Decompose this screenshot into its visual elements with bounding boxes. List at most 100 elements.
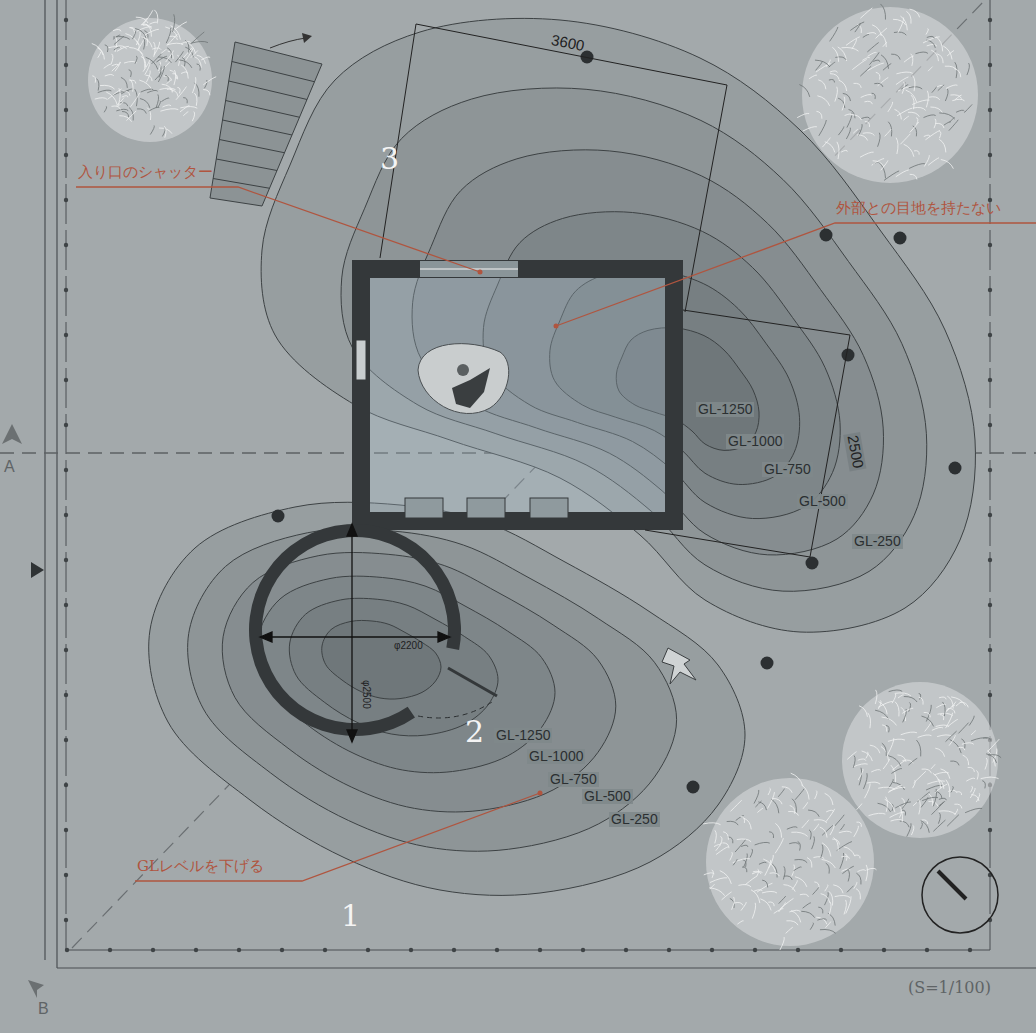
leader-line: [76, 187, 480, 272]
tree-stroke: [809, 830, 811, 840]
site-boundary: [45, 0, 1036, 968]
tree-stroke: [181, 42, 191, 44]
tree-stroke: [160, 109, 178, 111]
tree-stroke: [883, 759, 890, 769]
tree-stroke: [751, 890, 760, 903]
boundary-dot: [988, 18, 992, 22]
tree-stroke: [900, 134, 910, 144]
tree-stroke: [829, 902, 831, 915]
level-label: GL-1250: [696, 402, 754, 417]
tree-stroke: [878, 133, 881, 147]
tree-stroke: [802, 820, 809, 828]
north-compass: [922, 857, 998, 933]
level-label: GL-1250: [494, 728, 552, 743]
tree-stroke: [920, 823, 922, 829]
dimension-line: [645, 310, 850, 557]
tree-stroke: [854, 855, 860, 858]
tree-stroke: [933, 820, 945, 831]
tree-stroke: [129, 70, 132, 77]
tree-stroke: [856, 822, 861, 827]
tree-stroke: [846, 128, 850, 139]
contour-line: [322, 620, 441, 699]
boundary-line: [57, 967, 1036, 968]
tree-stroke: [104, 106, 107, 112]
boundary-dot: [64, 108, 68, 112]
tree-stroke: [116, 109, 128, 111]
excavated-landform: [149, 502, 745, 895]
tree-stroke: [129, 27, 135, 31]
tree-stroke: [192, 77, 195, 93]
tree-stroke: [841, 856, 849, 858]
tree-stroke: [810, 923, 813, 930]
stair-tread: [219, 140, 284, 153]
column-dot: [894, 232, 907, 245]
tree-stroke: [733, 859, 737, 865]
tree-stroke: [940, 715, 944, 720]
tree-stroke: [821, 894, 830, 903]
note: 外部との目地を持たない: [836, 200, 1001, 217]
tree-stroke: [939, 697, 946, 699]
tree-stroke: [192, 112, 194, 122]
tree-stroke: [183, 98, 187, 104]
tree-stroke: [712, 870, 714, 878]
tree-stroke: [716, 843, 721, 851]
tree-stroke: [92, 44, 103, 56]
boundary-dot: [280, 948, 284, 952]
boundary-dot: [452, 948, 456, 952]
tree-stroke: [847, 886, 854, 893]
tree-stroke: [951, 787, 953, 793]
tree-stroke: [801, 785, 809, 800]
tree-stroke: [186, 42, 196, 53]
tree-stroke: [807, 858, 812, 868]
tree-stroke: [703, 823, 720, 825]
boundary-dot: [988, 63, 992, 67]
tree-stroke: [147, 108, 151, 120]
tree-stroke: [722, 843, 728, 848]
person: [452, 368, 490, 408]
tree-stroke: [803, 802, 808, 809]
contour-line: [257, 576, 555, 773]
tree-stroke: [837, 142, 839, 159]
tree-stroke: [839, 831, 852, 833]
tree-stroke: [864, 784, 870, 799]
tree-stroke: [111, 54, 113, 64]
tree-stroke: [875, 28, 886, 38]
tree-stroke: [175, 22, 187, 30]
tree-stroke: [985, 758, 987, 769]
tree-stroke: [830, 74, 839, 80]
tree-stroke: [971, 795, 979, 802]
tree-stroke: [939, 139, 946, 152]
window-bay: [405, 498, 443, 518]
tree-stroke: [736, 815, 744, 820]
tree-stroke: [859, 706, 867, 717]
tree-stroke: [789, 843, 799, 845]
boundary-line: [66, 0, 67, 950]
tree-stroke: [152, 48, 161, 50]
tree-stroke: [140, 51, 145, 68]
tree-stroke: [770, 873, 780, 876]
tree-stroke: [829, 80, 835, 83]
entry-marker: [31, 562, 44, 578]
tree-stroke: [888, 102, 893, 112]
tree-stroke: [122, 96, 128, 98]
tree-stroke: [830, 825, 834, 835]
tree-stroke: [878, 77, 889, 85]
tree-stroke: [909, 702, 911, 711]
tree-stroke: [928, 158, 939, 165]
tree-stroke: [841, 150, 847, 152]
tree-stroke: [861, 117, 870, 119]
tree-stroke: [121, 77, 127, 87]
tree-stroke: [863, 773, 867, 789]
tree-stroke: [963, 755, 969, 765]
tree: [88, 10, 216, 142]
callout-number: 3: [380, 142, 399, 175]
tree-stroke: [901, 707, 906, 721]
boundary-line: [66, 950, 990, 951]
tree-stroke: [741, 845, 748, 847]
tree-stroke: [955, 809, 958, 815]
tree-stroke: [814, 824, 819, 831]
tree-stroke: [825, 922, 830, 928]
tree-stroke: [846, 37, 860, 46]
tree-stroke: [863, 133, 875, 136]
tree-stroke: [165, 75, 168, 81]
